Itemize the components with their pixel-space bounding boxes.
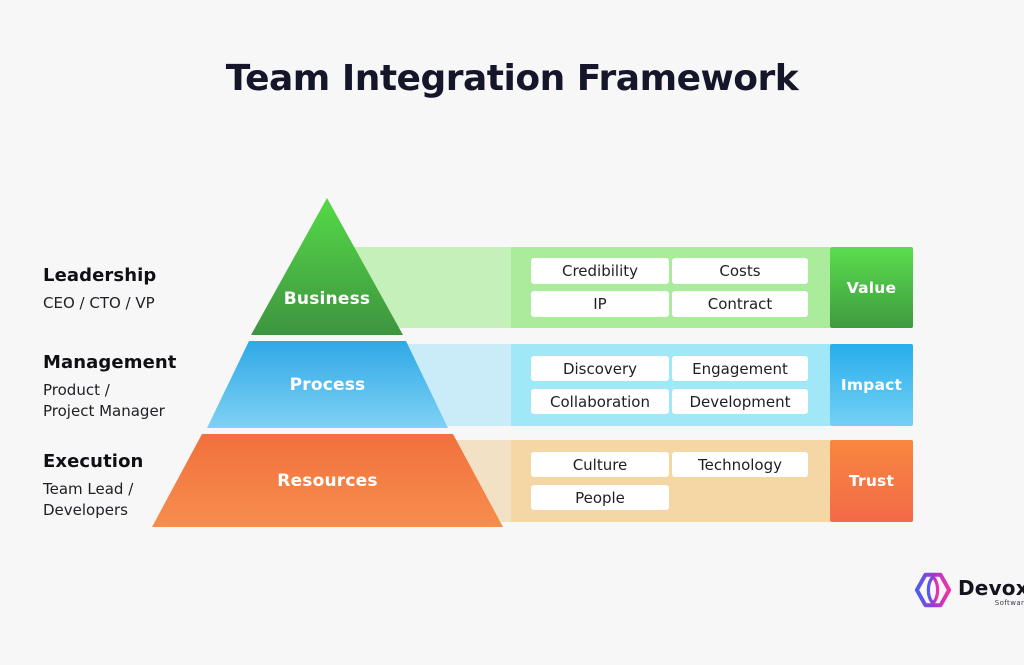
pyramid-level-process: Process xyxy=(207,341,448,428)
chip-collaboration: Collaboration xyxy=(531,389,669,414)
chip-culture: Culture xyxy=(531,452,669,477)
chip-credibility: Credibility xyxy=(531,258,669,284)
pyramid-level-resources: Resources xyxy=(152,434,503,527)
role-label-execution: Execution Team Lead / Developers xyxy=(43,451,143,521)
pyramid-label: Resources xyxy=(277,470,378,491)
logo-name: Devox xyxy=(958,575,1024,600)
pyramid-label: Business xyxy=(283,289,371,309)
chip-engagement: Engagement xyxy=(672,356,808,381)
role-label-management: Management Product / Project Manager xyxy=(43,352,177,422)
role-subtext: Project Manager xyxy=(43,402,165,420)
logo-subtitle: Software xyxy=(994,598,1024,607)
outcome-box-trust: Trust xyxy=(830,440,913,522)
outcome-box-impact: Impact xyxy=(830,344,913,426)
chip-development: Development xyxy=(672,389,808,414)
role-subtext: CEO / CTO / VP xyxy=(43,294,155,312)
devox-logo: Devox Software xyxy=(914,570,1024,614)
devox-logo-icon xyxy=(914,570,952,614)
pyramid-label: Process xyxy=(289,374,366,395)
role-heading: Management xyxy=(43,352,177,373)
role-subtext: Product / xyxy=(43,381,110,399)
role-label-leadership: Leadership CEO / CTO / VP xyxy=(43,265,156,314)
role-heading: Execution xyxy=(43,451,144,472)
chip-contract: Contract xyxy=(672,291,808,317)
devox-logo-text: Devox Software xyxy=(958,578,1024,607)
chip-costs: Costs xyxy=(672,258,808,284)
page-title: Team Integration Framework xyxy=(225,58,799,99)
role-heading: Leadership xyxy=(43,265,157,286)
role-subtext: Team Lead / xyxy=(43,480,134,498)
chip-discovery: Discovery xyxy=(531,356,669,381)
chip-technology: Technology xyxy=(672,452,808,477)
outcome-box-value: Value xyxy=(830,247,913,328)
chip-ip: IP xyxy=(531,291,669,317)
role-subtext: Developers xyxy=(43,501,128,519)
chip-people: People xyxy=(531,485,669,510)
